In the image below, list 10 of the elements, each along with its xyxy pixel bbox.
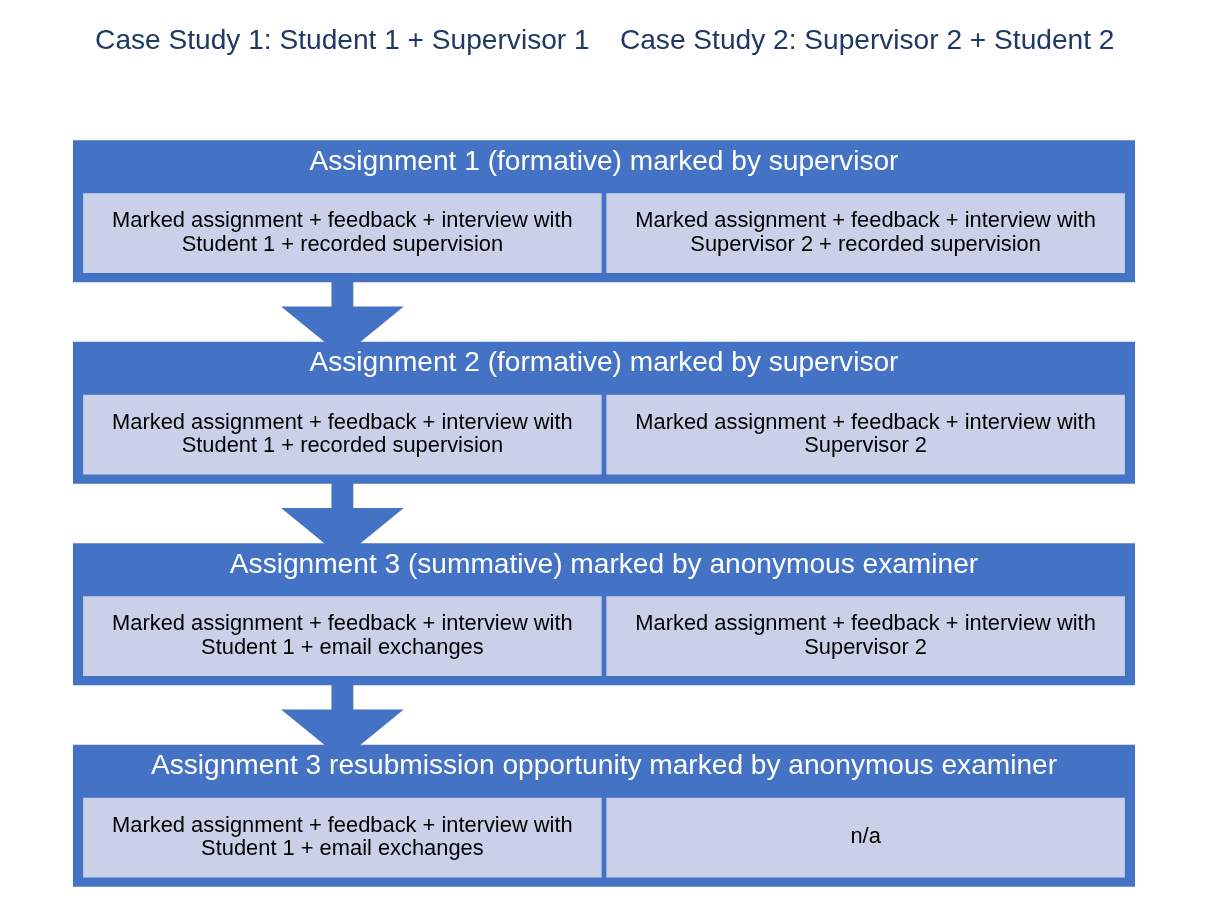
node-box: n/a (606, 797, 1125, 878)
node-box: Marked assignment + feedback + interview with Student 1 + recorded supervision (83, 394, 602, 475)
label: Case Study 1: Student 1 + Supervisor 1 (95, 24, 590, 56)
node-box: Marked assignment + feedback + interview with Student 1 + email exchanges (83, 596, 602, 676)
node-box: Marked assignment + feedback + interview with Supervisor 2 + recorded supervision (606, 193, 1125, 273)
node-box: Marked assignment + feedback + interview with Supervisor 2 (606, 394, 1125, 475)
node-box: Marked assignment + feedback + interview with Student 1 + recorded supervision (83, 193, 602, 273)
node-box: Marked assignment + feedback + interview with Student 1 + email exchanges (83, 797, 602, 878)
node-box: Marked assignment + feedback + interview with Supervisor 2 (606, 596, 1125, 676)
label: Case Study 2: Supervisor 2 + Student 2 (619, 24, 1115, 56)
